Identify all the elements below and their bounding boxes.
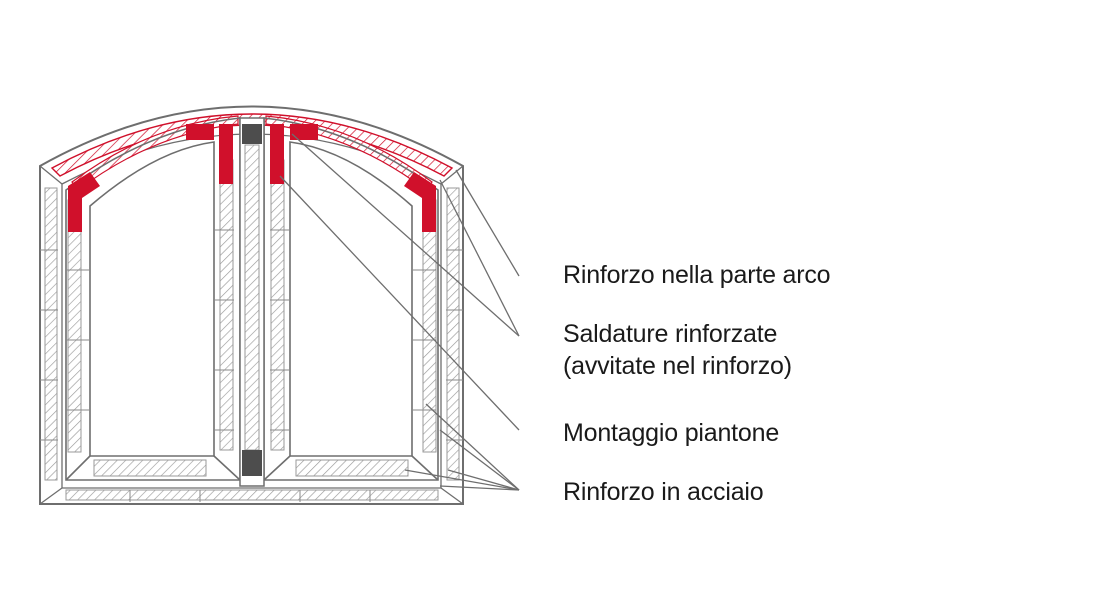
screw-markers <box>40 229 463 502</box>
label-steel-reinforcement-text: Rinforzo in acciaio <box>563 478 764 506</box>
outer-steel-reinforcement <box>44 187 460 501</box>
label-arch-reinforcement: Rinforzo nella parte arco <box>563 261 831 289</box>
leader-lines <box>279 133 520 491</box>
label-reinforced-welds: Saldature rinforzate (avvitate nel rinfo… <box>563 322 792 379</box>
label-mullion-mount-text: Montaggio piantone <box>563 419 780 447</box>
right-sash <box>263 117 439 481</box>
label-welds-line1: Saldature rinforzate <box>563 320 778 348</box>
label-steel-reinforcement: Rinforzo in acciaio <box>563 478 764 506</box>
left-sash <box>65 117 241 481</box>
label-arch-reinforcement-text: Rinforzo nella parte arco <box>563 261 831 289</box>
label-welds-line2: (avvitate nel rinforzo) <box>563 352 792 380</box>
central-mullion <box>239 117 265 487</box>
label-mullion-mount: Montaggio piantone <box>563 421 779 446</box>
reinforced-welds <box>68 124 436 232</box>
